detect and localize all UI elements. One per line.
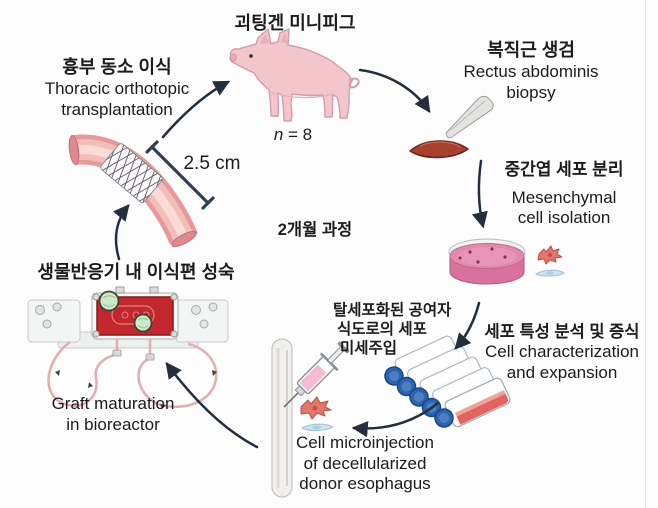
- step-label-bioreactor-ko: 생물반응기 내 이식편 성숙: [37, 262, 234, 284]
- step-label-minipig-ko: 괴팅겐 미니피그: [235, 13, 356, 35]
- step-label-microinjection-ko: 탈세포화된 공여자 식도로의 세포 미세주입: [333, 302, 451, 359]
- minipig-korean-text: 괴팅겐 미니피그: [234, 13, 356, 33]
- sample-size-value: = 8: [283, 125, 313, 144]
- arrow-expansion-to-injection: [351, 401, 440, 438]
- transplantation-korean-text: 흉부 동소 이식: [62, 57, 172, 77]
- graft-length-text: 2.5 cm: [183, 153, 241, 174]
- arrow-transplant-to-pig: [161, 80, 231, 139]
- sample-size-variable: n: [273, 125, 284, 144]
- graft-length-label: 2.5 cm: [183, 152, 240, 175]
- transplantation-english-line1: Thoracic orthotopic: [44, 78, 190, 98]
- microinjection-korean-line1: 탈세포화된 공여자: [333, 302, 452, 319]
- duration-text: 2개월 과정: [277, 221, 353, 239]
- injected-blue-cell-icon: [300, 423, 335, 431]
- expansion-korean-text: 세포 특성 분석 및 증식: [484, 323, 640, 341]
- microinjection-korean-line3: 미세주입: [340, 339, 398, 357]
- sample-size-label: n = 8: [274, 125, 312, 146]
- step-label-biopsy: 복직근 생검 Rectus abdominis biopsy: [463, 40, 598, 103]
- microinjection-english-line2: of decellularized: [303, 453, 427, 473]
- biopsy-korean-text: 복직근 생검: [487, 40, 575, 60]
- step-label-transplantation: 흉부 동소 이식 Thoracic orthotopic transplanta…: [45, 57, 190, 120]
- minipig-illustration: [229, 28, 360, 122]
- microinjection-korean-line2: 식도로의 세포: [337, 320, 427, 338]
- injected-red-cell-icon: [300, 396, 332, 420]
- microinjection-english-line1: Cell microinjection: [296, 433, 434, 452]
- scalpel-icon: [445, 95, 494, 139]
- decellularized-esophagus-icon: [271, 338, 293, 498]
- bioreactor-korean-text: 생물반응기 내 이식편 성숙: [37, 262, 235, 282]
- step-label-microinjection-en: Cell microinjection of decellularized do…: [296, 433, 434, 495]
- isolation-korean-text: 중간엽 세포 분리: [504, 160, 624, 179]
- isolation-english-line1: Mesenchymal: [511, 187, 617, 207]
- duration-label: 2개월 과정: [278, 220, 352, 240]
- bioreactor-icon: [27, 286, 229, 409]
- syringe-icon: [283, 341, 350, 408]
- graft-stent-icon: [68, 134, 198, 247]
- expansion-english-line2: and expansion: [506, 362, 618, 382]
- arrow-pig-to-biopsy: [358, 68, 431, 114]
- bioreactor-english-line2: in bioreactor: [66, 414, 160, 434]
- biopsy-english-line2: biopsy: [506, 82, 556, 102]
- biopsy-english-line1: Rectus abdominis: [463, 61, 599, 81]
- workflow-arrows: [112, 68, 488, 449]
- arrow-injection-to-bioreactor: [165, 362, 259, 449]
- msc-blue-cell-icon: [534, 269, 565, 277]
- expansion-english-line1: Cell characterization: [484, 342, 639, 362]
- microinjection-english-line3: donor esophagus: [299, 474, 431, 494]
- step-label-isolation: 중간엽 세포 분리 Mesenchymal cell isolation: [505, 160, 624, 229]
- isolation-english-line2: cell isolation: [517, 208, 611, 228]
- petri-dish-icon: [448, 238, 526, 285]
- arrow-bioreactor-to-graft: [112, 204, 130, 261]
- arrow-biopsy-to-isolation: [471, 159, 488, 229]
- measurement-bracket: [145, 140, 215, 210]
- arrow-isolation-to-expansion: [454, 301, 481, 350]
- step-label-expansion: 세포 특성 분석 및 증식 Cell characterization and …: [485, 322, 640, 384]
- transplantation-english-line2: transplantation: [61, 99, 173, 119]
- step-label-bioreactor-en: Graft maturation in bioreactor: [52, 394, 175, 435]
- biopsy-tissue-icon: [409, 140, 469, 159]
- bioreactor-english-line1: Graft maturation: [51, 394, 175, 413]
- msc-red-cell-icon: [537, 245, 563, 265]
